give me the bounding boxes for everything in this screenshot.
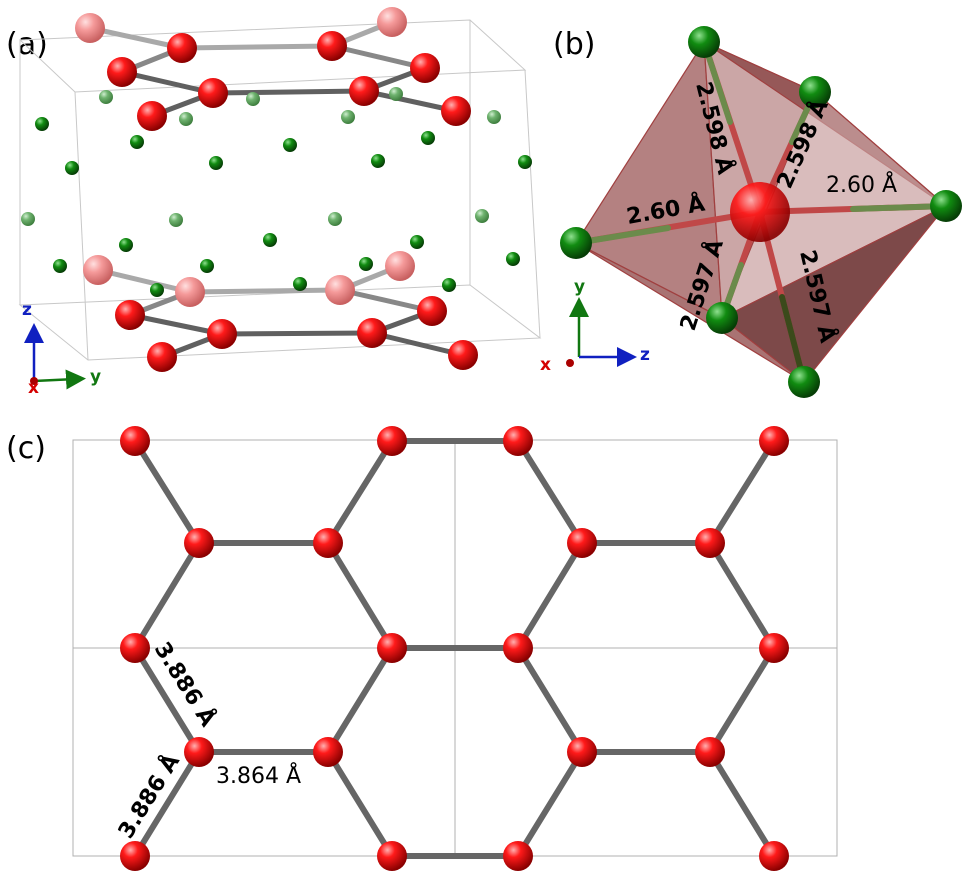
axes-triad-b: y x z [540,277,650,375]
panel-b-label: (b) [553,27,595,62]
axis-label-y: y [90,367,101,387]
honeycomb-bonds [132,438,777,859]
axis-label-y: y [574,277,585,297]
panel-c: (c) [6,426,838,871]
panel-b: (b) [540,26,962,398]
honeycomb-atoms [120,426,789,871]
dist-right: 2.60 Å [826,171,897,198]
green-atoms-a [21,87,532,297]
bottom-layer-bonds [95,263,466,360]
red-atoms-a [75,7,478,372]
axis-label-x: x [540,355,551,375]
octahedron-atoms [560,26,962,398]
dist-horizontal: 3.864 Å [216,762,301,789]
axes-triad-a: z x y [22,300,101,398]
octahedron-polyhedron [575,41,947,383]
unit-cell-box [18,19,542,361]
top-layer-bonds [87,19,459,119]
panel-c-label: (c) [6,431,46,466]
axis-label-z: z [640,345,650,365]
axis-label-x: x [28,378,39,398]
panel-a-label: (a) [6,27,48,62]
axis-label-z: z [22,300,32,320]
panel-a: (a) [6,7,542,398]
